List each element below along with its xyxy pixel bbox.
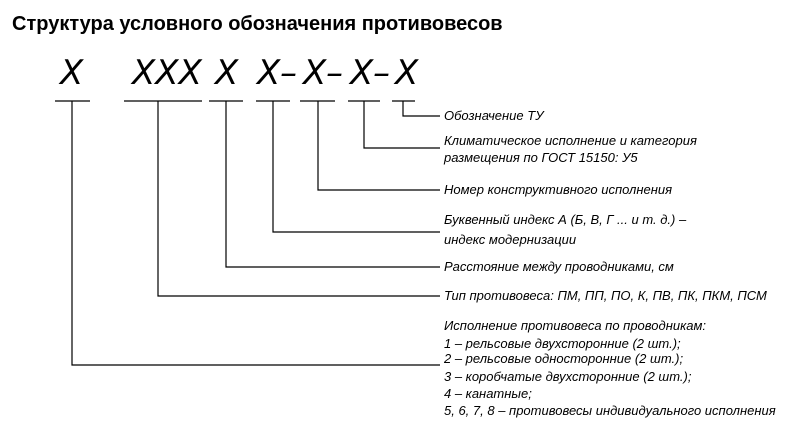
code-dash-3: –: [373, 53, 390, 93]
desc-type: Тип противовеса: ПМ, ПП, ПО, К, ПВ, ПК, …: [444, 288, 767, 303]
desc-climate-line-1: Климатическое исполнение и категория: [444, 133, 697, 148]
leader-tu: [402, 101, 440, 117]
desc-execution-option-3: 3 – коробчатые двухсторонние (2 шт.);: [444, 369, 692, 384]
leader-climate: [363, 101, 440, 149]
code-part-climate: X: [348, 53, 374, 93]
leader-type: [157, 101, 440, 297]
code-part-tu: X: [393, 53, 419, 93]
code-dash-2: –: [326, 53, 343, 93]
page-title: Структура условного обозначения противов…: [12, 13, 503, 35]
code-part-index: X: [255, 53, 281, 93]
code-part-distance: X: [213, 53, 239, 93]
leader-construct: [317, 101, 440, 191]
desc-execution-option-1: 1 – рельсовые двухсторонние (2 шт.);: [444, 336, 681, 351]
desc-execution-option-5: 5, 6, 7, 8 – противовесы индивидуального…: [444, 403, 776, 418]
desc-execution-option-2: 2 – рельсовые односторонние (2 шт.);: [443, 351, 683, 366]
desc-tu: Обозначение ТУ: [444, 108, 545, 123]
desc-index-line-2: индекс модернизации: [444, 232, 576, 247]
code-part-execution: X: [58, 53, 84, 93]
code-part-construct: X: [301, 53, 327, 93]
leader-distance: [225, 101, 440, 268]
desc-construct: Номер конструктивного исполнения: [444, 182, 672, 197]
desc-index-line-1: Буквенный индекс А (Б, В, Г ... и т. д.)…: [444, 212, 687, 227]
leader-execution: [71, 101, 440, 366]
code-dash-1: –: [280, 53, 297, 93]
leader-index: [272, 101, 440, 233]
desc-distance: Расстояние между проводниками, см: [444, 259, 674, 274]
desc-execution-heading: Исполнение противовеса по проводникам:: [444, 318, 706, 333]
code-part-type: XXX: [130, 53, 203, 93]
desc-execution-option-4: 4 – канатные;: [444, 386, 532, 401]
desc-climate-line-2: размещения по ГОСТ 15150: У5: [443, 150, 638, 165]
